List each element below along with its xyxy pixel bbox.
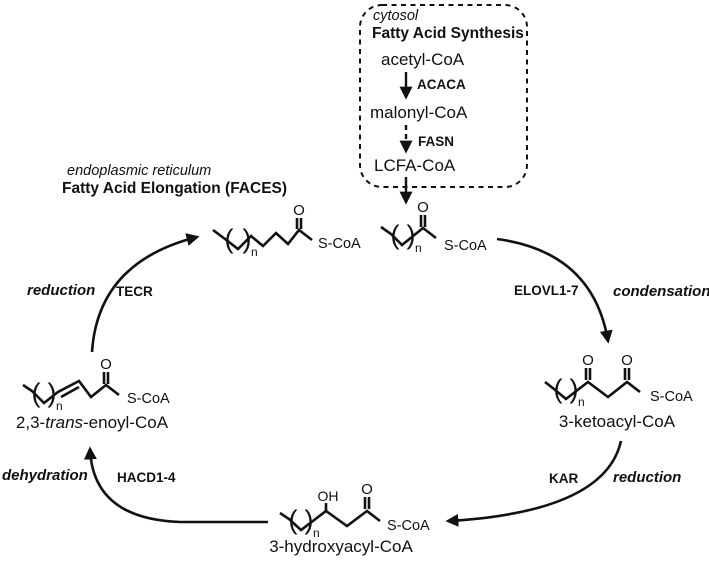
metabolite-lcfa-coa: LCFA-CoA [374, 156, 456, 175]
oxygen-atom: O [621, 352, 633, 369]
tecr-arrow [90, 233, 200, 353]
repeat-paren-open: ( [554, 374, 563, 404]
enzyme-elovl: ELOVL1-7 [514, 283, 579, 298]
s-coa-group: S-CoA [444, 238, 487, 254]
s-coa-group: S-CoA [318, 236, 361, 252]
hydroxyacyl-coa-label: 3-hydroxyacyl-CoA [269, 537, 413, 556]
hydroxyl-group: OH [318, 488, 339, 504]
enoyl-coa-label: 2,3-trans-enoyl-CoA [15, 413, 169, 433]
ketoacyl-coa-label: 3-ketoacyl-CoA [558, 412, 676, 431]
enzyme-kar: KAR [549, 471, 579, 486]
oxygen-atom: O [361, 481, 373, 498]
repeat-subscript-n: n [56, 399, 63, 413]
carbon-chain [544, 380, 641, 401]
repeat-paren-close: ) [48, 378, 57, 408]
enoyl-label-trans: trans [45, 413, 84, 432]
oxygen-atom: O [582, 352, 594, 369]
er-region-label: endoplasmic reticulum [67, 163, 212, 179]
enoyl-label-suffix: -enoyl-CoA [83, 413, 169, 432]
s-coa-group: S-CoA [650, 389, 693, 405]
hydroxyacyl-coa-structure: OH O ( ) n S-CoA [279, 481, 430, 540]
repeat-paren-close: ) [570, 374, 579, 404]
enzyme-fasn: FASN [418, 134, 455, 149]
hacd-arrow [83, 446, 268, 524]
repeat-paren-open: ( [289, 505, 298, 535]
repeat-paren-close: ) [407, 220, 416, 250]
repeat-subscript-n: n [313, 526, 320, 540]
process-dehydration: dehydration [2, 467, 88, 484]
cytosol-box-border [359, 4, 528, 188]
oxygen-atom: O [293, 202, 305, 219]
repeat-paren-open: ( [32, 378, 41, 408]
ketoacyl-coa-structure: O O ( ) n S-CoA [544, 352, 693, 409]
metabolite-malonyl-coa: malonyl-CoA [370, 103, 468, 122]
enoyl-label-prefix: 2,3- [15, 413, 46, 432]
metabolite-acetyl-coa: acetyl-CoA [381, 50, 465, 69]
oxygen-atom: O [100, 356, 112, 373]
kar-arrow [445, 440, 623, 527]
process-reduction-tecr: reduction [27, 282, 96, 299]
trans-double-bond [60, 385, 80, 399]
acyl-coa-substrate-structure: O ( ) n S-CoA [380, 199, 487, 255]
carbon-chain [22, 379, 120, 405]
enoyl-coa-structure: O ( ) n S-CoA [22, 356, 170, 413]
condensation-arrow [496, 237, 613, 344]
carbon-chain [212, 228, 313, 251]
enzyme-hacd: HACD1-4 [117, 470, 176, 485]
enzyme-tecr: TECR [116, 284, 153, 299]
repeat-paren-close: ) [305, 505, 314, 535]
elongated-acyl-coa-structure: O ( ) n S-CoA [212, 202, 361, 259]
repeat-subscript-n: n [415, 241, 422, 255]
process-reduction-kar: reduction [613, 469, 682, 486]
carbon-chain [380, 225, 437, 247]
process-condensation: condensation [613, 283, 709, 300]
fatty-acid-synthesis-title: Fatty Acid Synthesis [372, 25, 524, 42]
repeat-paren-open: ( [225, 224, 234, 254]
oxygen-atom: O [417, 199, 429, 216]
repeat-paren-close: ) [243, 224, 252, 254]
enzyme-acaca: ACACA [417, 77, 466, 92]
cytosol-region-label: cytosol [373, 8, 419, 24]
repeat-paren-open: ( [391, 220, 400, 250]
faces-title: Fatty Acid Elongation (FACES) [62, 180, 288, 197]
s-coa-group: S-CoA [387, 518, 430, 534]
s-coa-group: S-CoA [127, 391, 170, 407]
repeat-subscript-n: n [251, 245, 258, 259]
repeat-subscript-n: n [578, 395, 585, 409]
